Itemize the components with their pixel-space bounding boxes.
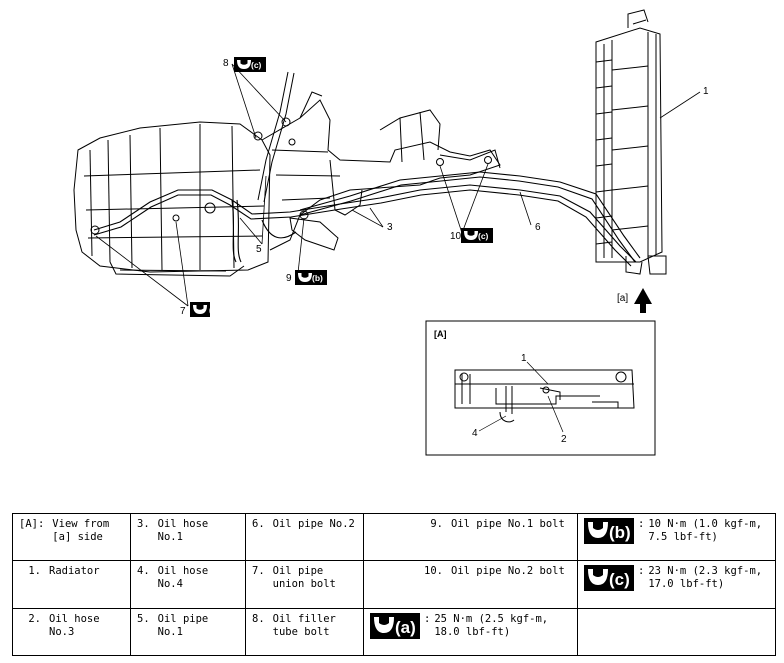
table-row: 2. Oil hose No.3 5. Oil pipe No.1 8. Oil fi… <box>12 607 776 657</box>
torque-mark-a-label: (a) <box>209 305 220 315</box>
table-row: [A]: View from [a] side 3. Oil hose No.1 6… <box>12 512 776 562</box>
legend-cell: 8. Oil filler tube bolt <box>245 607 364 657</box>
legend-text: Oil pipe No.1 <box>157 612 209 638</box>
callout-7: 7 <box>180 306 186 317</box>
legend-key: 5. <box>137 612 150 625</box>
legend-cell: 2. Oil hose No.3 <box>12 607 131 657</box>
legend-table: [A]: View from [a] side 3. Oil hose No.1 6… <box>12 512 776 657</box>
legend-text: Oil pipe No.2 <box>272 518 355 530</box>
legend-text: Oil pipe union bolt <box>272 565 336 591</box>
torque-b-label: (b) <box>609 523 631 542</box>
legend-cell: 6. Oil pipe No.2 <box>245 512 364 562</box>
transmission-oil-cooler-diagram: [a] 1 3 5 6 7 (a) 8 (c) 9 (b) 10 (c) <box>73 9 709 456</box>
torque-c-icon: (c) <box>584 565 634 592</box>
legend-key: 6. <box>252 518 265 530</box>
legend-key: 1. <box>28 565 41 578</box>
torque-cell: (b) : 10 N·m (1.0 kgf-m, 7.5 lbf-ft) <box>577 512 776 562</box>
legend-text: Oil pipe No.2 bolt <box>451 565 565 578</box>
inset-callout-2: 2 <box>561 434 567 445</box>
legend-text: Oil pipe No.1 bolt <box>451 518 565 530</box>
legend-key: 9. <box>430 518 443 530</box>
transmission-assembly <box>73 91 501 277</box>
legend-text: Oil filler tube bolt <box>272 612 336 638</box>
leader-lines <box>95 63 701 307</box>
legend-cell: 5. Oil pipe No.1 <box>130 607 246 657</box>
legend-text: Oil hose No.4 <box>157 565 209 591</box>
legend-cell: 3. Oil hose No.1 <box>130 512 246 562</box>
view-a-label: [a] <box>617 293 628 304</box>
torque-b-value: 10 N·m (1.0 kgf-m, 7.5 lbf-ft) <box>648 518 763 544</box>
legend-cell: 4. Oil hose No.4 <box>130 560 246 609</box>
callout-6: 6 <box>535 222 541 233</box>
empty-cell <box>577 607 776 657</box>
legend-text: Oil hose No.3 <box>49 612 100 638</box>
inset-callout-4: 4 <box>472 428 478 439</box>
torque-a-label: (a) <box>395 618 416 637</box>
legend-cell: 1. Radiator <box>12 560 131 609</box>
legend-text: View from [a] side <box>52 518 110 544</box>
view-a-arrow: [a] <box>617 288 652 313</box>
legend-key: 7. <box>252 565 265 578</box>
callout-labels: 1 3 5 6 7 (a) 8 (c) 9 (b) 10 (c) <box>180 57 709 317</box>
inset-title: [A] <box>434 329 447 339</box>
callout-5: 5 <box>256 244 262 255</box>
torque-a-icon: (a) <box>370 612 420 639</box>
legend-cell: 9. Oil pipe No.1 bolt <box>363 512 578 562</box>
torque-mark-c-label-10: (c) <box>478 231 489 241</box>
legend-key: 8. <box>252 612 265 625</box>
torque-mark-b-label: (b) <box>312 273 323 283</box>
callout-1: 1 <box>703 86 709 97</box>
legend-key: 4. <box>137 565 150 578</box>
callout-10: 10 <box>450 231 462 242</box>
legend-text: Oil hose No.1 <box>157 518 209 544</box>
legend-key: 3. <box>137 518 150 530</box>
torque-cell: (c) : 23 N·m (2.3 kgf-m, 17.0 lbf-ft) <box>577 560 776 609</box>
torque-b-icon: (b) <box>584 518 634 544</box>
legend-cell: [A]: View from [a] side <box>12 512 131 562</box>
inset-callout-1: 1 <box>521 353 527 364</box>
torque-mark-c-label-8: (c) <box>251 60 262 70</box>
torque-c-value: 23 N·m (2.3 kgf-m, 17.0 lbf-ft) <box>648 565 763 591</box>
legend-key: 10. <box>424 565 443 578</box>
legend-key: [A]: <box>19 518 45 530</box>
legend-key: 2. <box>28 612 41 625</box>
radiator <box>595 9 667 275</box>
legend-text: Radiator <box>49 565 100 578</box>
callout-3: 3 <box>387 222 393 233</box>
inset-view-a: [A] 1 2 4 <box>425 320 656 456</box>
callout-8: 8 <box>223 58 229 69</box>
oil-pipes <box>93 171 641 267</box>
torque-c-label: (c) <box>609 570 630 589</box>
table-row: 1. Radiator 4. Oil hose No.4 7. Oil pipe un… <box>12 560 776 609</box>
legend-cell: 7. Oil pipe union bolt <box>245 560 364 609</box>
torque-a-value: 25 N·m (2.5 kgf-m, 18.0 lbf-ft) <box>434 612 549 638</box>
legend-cell: 10. Oil pipe No.2 bolt <box>363 560 578 609</box>
torque-cell: (a) : 25 N·m (2.5 kgf-m, 18.0 lbf-ft) <box>363 607 578 657</box>
callout-9: 9 <box>286 273 292 284</box>
oil-filler-tube <box>257 71 295 203</box>
